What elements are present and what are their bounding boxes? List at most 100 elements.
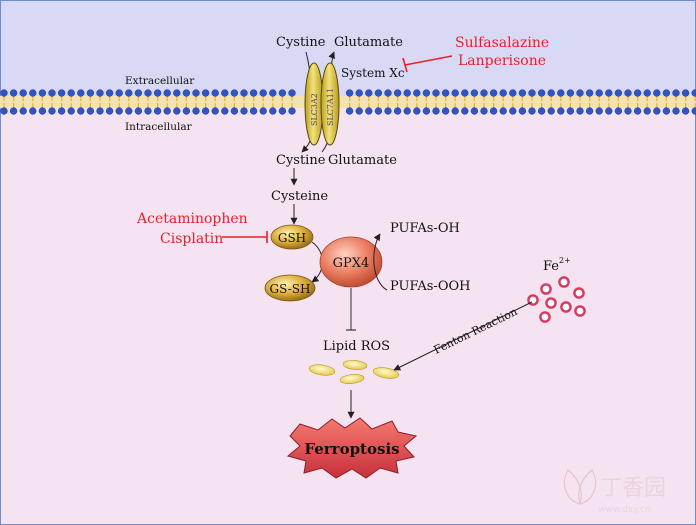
lipid-head xyxy=(105,89,114,97)
lipid-head xyxy=(413,107,421,115)
glutamate-extracellular: Glutamate xyxy=(334,35,403,50)
lipid-head xyxy=(557,107,565,115)
lipid-head xyxy=(144,89,152,97)
lipid-head xyxy=(345,89,354,97)
cysteine-label: Cysteine xyxy=(271,189,328,204)
lipid-head xyxy=(48,89,56,97)
system-xc-transporter: SLC3A2 SLC7A11 xyxy=(304,62,340,146)
lipid-head xyxy=(413,89,421,97)
lipid-head xyxy=(605,89,613,97)
lipid-head xyxy=(499,107,507,115)
lipid-head xyxy=(595,107,603,115)
lipid-head xyxy=(557,89,565,97)
lipid-head xyxy=(67,107,75,115)
lipid-head xyxy=(163,107,171,115)
lipid-head xyxy=(57,107,66,115)
lipid-head xyxy=(9,107,18,115)
cystine-intracellular: Cystine xyxy=(276,153,326,168)
lipid-head xyxy=(509,89,517,97)
watermark-url: www.dxy.cn xyxy=(598,505,651,515)
lipid-head xyxy=(278,107,287,115)
slc7a11-transporter xyxy=(320,62,340,146)
lipid-head xyxy=(441,107,450,115)
pufas-ooh-label: PUFAs-OOH xyxy=(390,279,470,294)
lipid-head xyxy=(365,107,373,115)
ferroptosis-shape xyxy=(286,417,418,479)
lipid-head xyxy=(182,89,191,97)
lipid-head xyxy=(451,89,459,97)
lipid-head xyxy=(422,107,431,115)
lipid-head xyxy=(29,89,37,97)
lipid-head xyxy=(240,107,248,115)
lipid-head xyxy=(269,89,277,97)
lipid-head xyxy=(566,107,575,115)
lipid-head xyxy=(470,107,479,115)
lipid-head xyxy=(77,89,85,97)
lipid-head xyxy=(201,107,210,115)
lipid-head xyxy=(38,89,47,97)
fe-ion-label: Fe2+ xyxy=(543,256,571,274)
lipid-head xyxy=(249,107,258,115)
lipid-head xyxy=(633,107,642,115)
lipid-head xyxy=(537,107,546,115)
lipid-head xyxy=(259,107,267,115)
lipid-head xyxy=(173,107,181,115)
lipid-head xyxy=(9,89,18,97)
lipid-head xyxy=(662,89,671,97)
lipid-head xyxy=(480,107,488,115)
lipid-head xyxy=(77,107,85,115)
lipid-head xyxy=(499,89,507,97)
lipid-head xyxy=(345,107,354,115)
fe-ion xyxy=(558,276,570,288)
watermark-flower-icon xyxy=(563,469,597,505)
lipid-head xyxy=(96,107,104,115)
lipid-head xyxy=(633,89,642,97)
lipid-head xyxy=(595,89,603,97)
ferroptosis-label: Ferroptosis xyxy=(304,440,399,458)
lipid-head xyxy=(480,89,488,97)
lipid-head xyxy=(269,107,277,115)
lipid-head xyxy=(57,89,66,97)
fe-ion xyxy=(573,287,585,299)
lipid-head xyxy=(384,89,392,97)
lipid-head xyxy=(105,107,114,115)
lipid-head xyxy=(422,89,431,97)
lipid-head xyxy=(355,107,363,115)
lipid-head xyxy=(0,107,8,115)
lipid-head xyxy=(221,107,229,115)
gsh-label: GSH xyxy=(278,231,306,245)
lipid-head xyxy=(38,107,47,115)
watermark-text: 丁香园 xyxy=(600,476,666,501)
lipid-head xyxy=(605,107,613,115)
fe-ion xyxy=(539,311,551,323)
lipid-head xyxy=(672,107,680,115)
lipid-head xyxy=(240,89,248,97)
lipid-head xyxy=(374,107,383,115)
lipid-head xyxy=(518,89,527,97)
lipid-head xyxy=(393,107,402,115)
fenton-reaction-arrow xyxy=(393,301,533,371)
extracellular-label: Extracellular xyxy=(125,75,195,87)
lipid-head xyxy=(461,107,469,115)
lipid-head xyxy=(662,107,671,115)
lipid-head xyxy=(528,107,536,115)
lipid-head xyxy=(288,107,296,115)
lipid-head xyxy=(115,89,123,97)
lipid-head xyxy=(125,89,133,97)
lipid-ros-label: Lipid ROS xyxy=(323,339,390,354)
lipid-head xyxy=(134,107,143,115)
lipid-head xyxy=(259,89,267,97)
lipid-head xyxy=(643,89,651,97)
lipid-head xyxy=(192,89,200,97)
lipid-head xyxy=(441,89,450,97)
lipid-head xyxy=(681,107,690,115)
lipid-head xyxy=(384,107,392,115)
lipid-head xyxy=(432,107,440,115)
gsh-node xyxy=(270,224,314,250)
lipid-head xyxy=(192,107,200,115)
lipid-head xyxy=(374,89,383,97)
slc3a2-label: SLC3A2 xyxy=(310,93,319,126)
fe-ion xyxy=(540,283,552,295)
lipid-head xyxy=(528,89,536,97)
